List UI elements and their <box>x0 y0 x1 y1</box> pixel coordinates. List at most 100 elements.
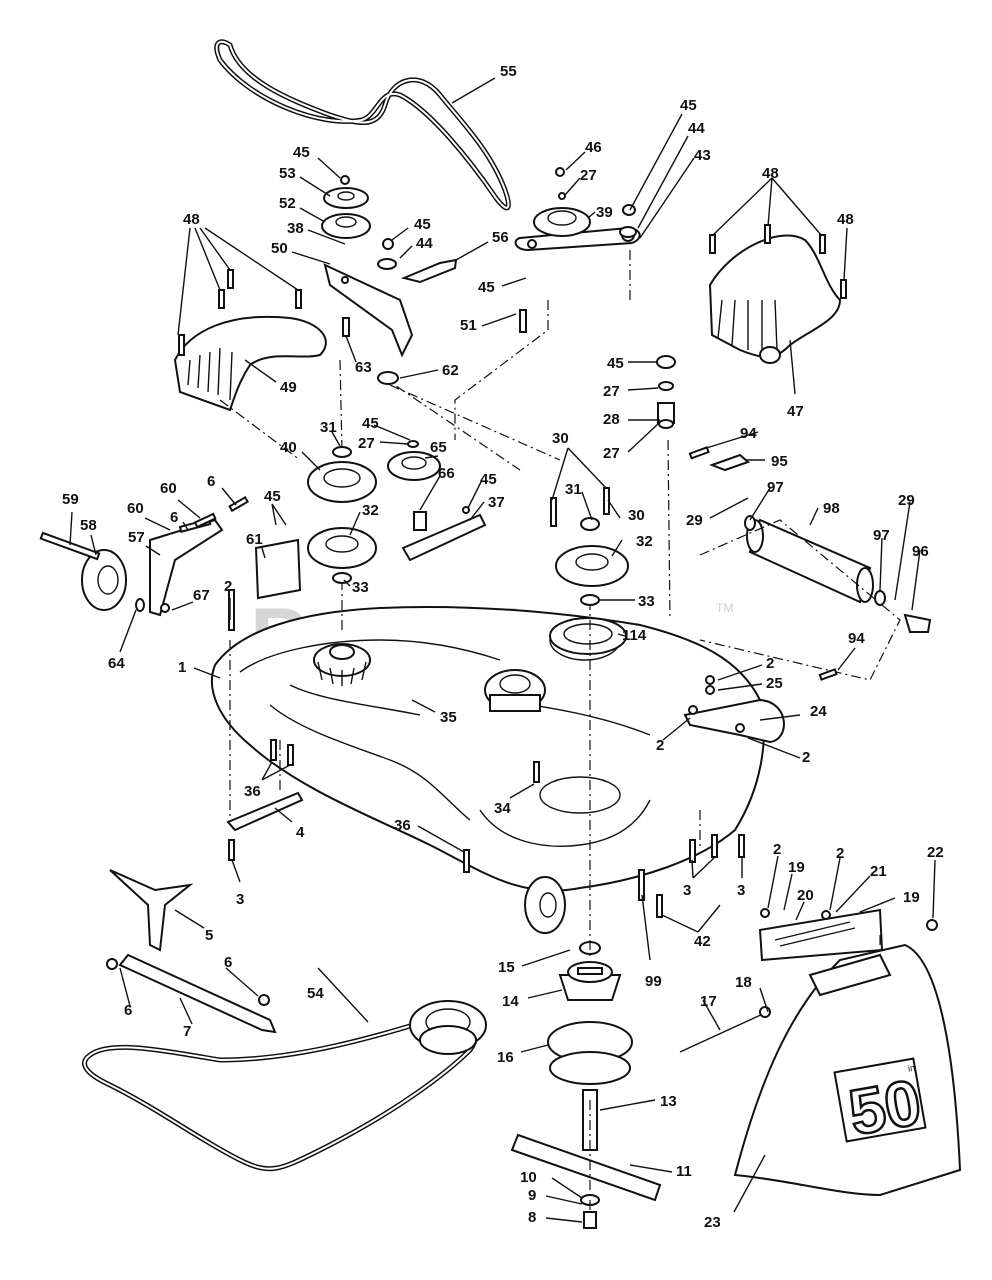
label-55: 55 <box>500 63 517 80</box>
discharge-chute-23: 50 in <box>733 943 962 1197</box>
label-32: 32 <box>636 533 653 550</box>
label-48: 48 <box>837 211 854 228</box>
label-2: 2 <box>836 845 844 862</box>
label-46: 46 <box>585 139 602 156</box>
label-45: 45 <box>414 216 431 233</box>
label-30: 30 <box>628 507 645 524</box>
label-29: 29 <box>686 512 703 529</box>
label-56: 56 <box>492 229 509 246</box>
label-94: 94 <box>848 630 865 647</box>
label-18: 18 <box>735 974 752 991</box>
front-wheel-deck <box>524 876 566 934</box>
label-2: 2 <box>773 841 781 858</box>
label-94: 94 <box>740 425 757 442</box>
label-60: 60 <box>160 480 177 497</box>
label-27: 27 <box>580 167 597 184</box>
label-17: 17 <box>700 993 717 1010</box>
label-34: 34 <box>494 800 511 817</box>
label-9: 9 <box>528 1187 536 1204</box>
deck-belt-55 <box>214 39 511 211</box>
label-8: 8 <box>528 1209 536 1226</box>
label-2: 2 <box>656 737 664 754</box>
label-40: 40 <box>280 439 297 456</box>
label-31: 31 <box>320 419 337 436</box>
idler-on-deck <box>484 669 546 712</box>
label-22: 22 <box>927 844 944 861</box>
hardware <box>39 167 938 1018</box>
label-51: 51 <box>460 317 477 334</box>
pulley-52 <box>321 213 371 239</box>
label-23: 23 <box>704 1214 721 1231</box>
pulley-32-right <box>555 545 629 587</box>
label-33: 33 <box>352 579 369 596</box>
label-27: 27 <box>603 383 620 400</box>
label-67: 67 <box>193 587 210 604</box>
label-28: 28 <box>603 411 620 428</box>
label-61: 61 <box>246 531 263 548</box>
label-45: 45 <box>362 415 379 432</box>
spindle-assembly <box>510 941 662 1229</box>
label-45: 45 <box>293 144 310 161</box>
label-3: 3 <box>737 882 745 899</box>
label-10: 10 <box>520 1169 537 1186</box>
label-11: 11 <box>676 1163 692 1180</box>
label-59: 59 <box>62 491 79 508</box>
anti-scalp-roller-98 <box>746 518 874 604</box>
label-65: 65 <box>430 439 447 456</box>
label-53: 53 <box>279 165 296 182</box>
label-54: 54 <box>307 985 324 1002</box>
label-45: 45 <box>480 471 497 488</box>
deck-size-unit: in <box>907 1063 916 1074</box>
label-24: 24 <box>810 703 827 720</box>
mower-deck-housing <box>210 605 765 892</box>
gauge-wheel-58 <box>81 549 127 611</box>
label-45: 45 <box>264 488 281 505</box>
stabilizer-4 <box>226 791 304 832</box>
wheel-arm-57 <box>149 518 224 617</box>
label-27: 27 <box>358 435 375 452</box>
label-6: 6 <box>124 1002 132 1019</box>
label-64: 64 <box>108 655 125 672</box>
label-36: 36 <box>394 817 411 834</box>
idler-pulley-39 <box>533 207 591 237</box>
label-2: 2 <box>766 655 774 672</box>
label-57: 57 <box>128 529 145 546</box>
pulley-65 <box>387 451 441 481</box>
label-47: 47 <box>787 403 804 420</box>
pulley-32-left <box>307 527 377 569</box>
label-1: 1 <box>178 659 186 676</box>
idler-bracket-50 <box>323 263 414 358</box>
link-7 <box>118 953 277 1034</box>
label-5: 5 <box>205 927 213 944</box>
label-14: 14 <box>502 993 519 1010</box>
label-3: 3 <box>683 882 691 899</box>
part-labels: 55 45 53 52 38 50 46 27 39 45 44 43 45 4… <box>62 63 944 1231</box>
label-30: 30 <box>552 430 569 447</box>
alignment-lines <box>219 250 901 1210</box>
label-39: 39 <box>596 204 613 221</box>
label-45: 45 <box>607 355 624 372</box>
label-66: 66 <box>438 465 455 482</box>
label-62: 62 <box>442 362 459 379</box>
label-42: 42 <box>694 933 711 950</box>
label-36: 36 <box>244 783 261 800</box>
label-38: 38 <box>287 220 304 237</box>
label-98: 98 <box>823 500 840 517</box>
label-45: 45 <box>680 97 697 114</box>
label-52: 52 <box>279 195 296 212</box>
leader-lines <box>69 77 936 1223</box>
label-7: 7 <box>183 1023 191 1040</box>
label-21: 21 <box>870 863 887 880</box>
label-96: 96 <box>912 543 929 560</box>
label-3: 3 <box>236 891 244 908</box>
label-45: 45 <box>478 279 495 296</box>
label-6: 6 <box>207 473 215 490</box>
bracket-24 <box>683 698 785 744</box>
watermark-trademark: TM <box>716 601 733 615</box>
drive-belt-54 <box>82 1000 487 1172</box>
label-20: 20 <box>797 887 814 904</box>
label-2: 2 <box>802 749 810 766</box>
label-13: 13 <box>660 1093 677 1110</box>
label-48: 48 <box>183 211 200 228</box>
label-44: 44 <box>688 120 705 137</box>
